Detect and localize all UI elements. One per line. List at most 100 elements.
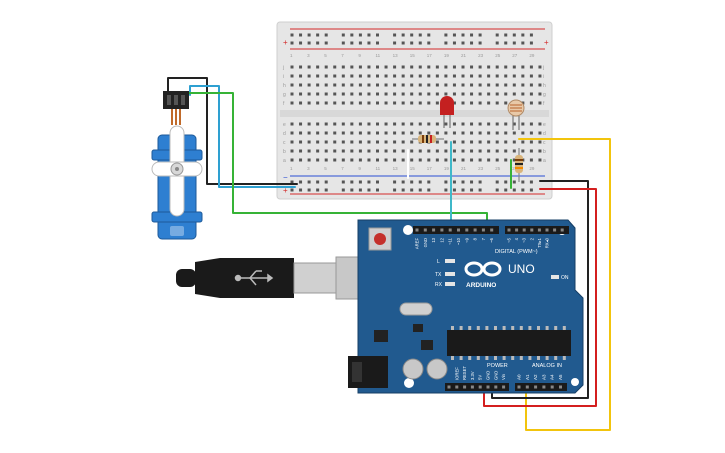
wire-servo-power[interactable] [189, 85, 296, 188]
rail-hole [512, 41, 516, 45]
digital-pin-label: 4 [514, 237, 519, 240]
header-hole[interactable] [423, 228, 427, 232]
rail-hole [393, 180, 397, 184]
column-number: 21 [461, 53, 467, 58]
header-hole[interactable] [550, 385, 554, 389]
header-hole[interactable] [490, 228, 494, 232]
breadboard-hole [401, 74, 405, 78]
red-led[interactable] [440, 96, 454, 128]
header-hole[interactable] [478, 385, 482, 389]
header-hole[interactable] [517, 385, 521, 389]
row-letter: h [283, 83, 286, 89]
column-number: 21 [461, 166, 467, 171]
header-hole[interactable] [560, 228, 564, 232]
rail-hole [444, 33, 448, 37]
breadboard-hole [316, 65, 320, 69]
breadboard-hole [461, 158, 465, 162]
breadboard-hole [512, 158, 516, 162]
breadboard-hole [350, 101, 354, 105]
column-number: 29 [529, 166, 535, 171]
header-hole[interactable] [545, 228, 549, 232]
reset-button-cap[interactable] [374, 233, 386, 245]
chip-pin [537, 326, 540, 330]
header-hole[interactable] [415, 228, 419, 232]
wire-analog-a0[interactable] [518, 138, 611, 431]
header-hole[interactable] [463, 385, 467, 389]
header-hole[interactable] [440, 228, 444, 232]
header-hole[interactable] [537, 228, 541, 232]
breadboard-hole [333, 131, 337, 135]
header-hole[interactable] [559, 385, 562, 389]
wire-servo-ground[interactable] [167, 77, 298, 185]
chip-pin [494, 326, 497, 330]
digital-pin-label: ~10 [456, 237, 461, 245]
digital-pin-label: ~6 [489, 237, 494, 242]
breadboard-hole [487, 74, 491, 78]
rail-hole [376, 188, 379, 192]
breadboard-hole [470, 101, 474, 105]
header-hole[interactable] [522, 228, 526, 232]
header-hole[interactable] [470, 385, 474, 389]
header-hole[interactable] [494, 385, 498, 389]
breadboard-hole [376, 122, 379, 126]
header-hole[interactable] [455, 385, 459, 389]
header-hole[interactable] [515, 228, 519, 232]
breadboard-hole [307, 122, 311, 126]
chip-pin [468, 326, 472, 330]
breadboard-hole [367, 158, 371, 162]
usb-b-cable[interactable] [176, 256, 369, 300]
servo-motor[interactable] [151, 91, 203, 240]
led-tx-label: TX [435, 272, 442, 278]
header-hole[interactable] [448, 228, 452, 232]
photoresistor[interactable] [507, 99, 525, 130]
rail-hole [521, 33, 525, 37]
power-pin-label: GND [493, 371, 498, 380]
breadboard-hole [307, 131, 311, 135]
digital-pin-label: ~9 [464, 237, 469, 242]
wire-5v[interactable] [483, 188, 597, 407]
resistor-1[interactable] [412, 135, 444, 143]
header-hole[interactable] [457, 228, 460, 232]
breadboard-hole [495, 74, 499, 78]
header-hole[interactable] [553, 228, 557, 232]
header-hole[interactable] [534, 385, 538, 389]
breadboard-hole [401, 158, 405, 162]
breadboard-hole [529, 92, 533, 96]
chip-pin [459, 326, 463, 330]
header-hole[interactable] [473, 228, 477, 232]
header-hole[interactable] [525, 385, 529, 389]
header-hole[interactable] [507, 228, 511, 232]
breadboard-hole [384, 101, 388, 105]
mounting-hole-4 [571, 378, 579, 386]
header-hole[interactable] [542, 385, 546, 389]
rail-hole [350, 33, 354, 37]
row-letter: b [543, 149, 546, 155]
header-hole[interactable] [481, 228, 485, 232]
header-hole[interactable] [502, 385, 506, 389]
breadboard-hole [410, 92, 414, 96]
breadboard-hole [478, 101, 482, 105]
breadboard-hole [461, 101, 465, 105]
header-hole[interactable] [465, 228, 469, 232]
breadboard-hole [418, 158, 422, 162]
breadboard-hole [350, 83, 354, 87]
breadboard-hole [487, 131, 491, 135]
breadboard[interactable]: + + + − 11335577991111131315151717191921… [276, 21, 553, 200]
header-hole[interactable] [530, 228, 534, 232]
rail-plus-sign-top: + [283, 38, 288, 47]
header-hole[interactable] [447, 385, 451, 389]
digital-pin-label: 12 [439, 237, 444, 242]
resistor-2[interactable] [515, 148, 523, 182]
breadboard-hole [376, 158, 379, 162]
rail-hole [358, 188, 362, 192]
breadboard-hole [495, 65, 499, 69]
breadboard-hole [452, 122, 456, 126]
header-hole[interactable] [486, 385, 490, 389]
rail-minus-sign-bottom: − [283, 173, 288, 182]
breadboard-hole [444, 140, 448, 144]
breadboard-hole [384, 131, 388, 135]
breadboard-hole [367, 131, 371, 135]
header-hole[interactable] [432, 228, 436, 232]
